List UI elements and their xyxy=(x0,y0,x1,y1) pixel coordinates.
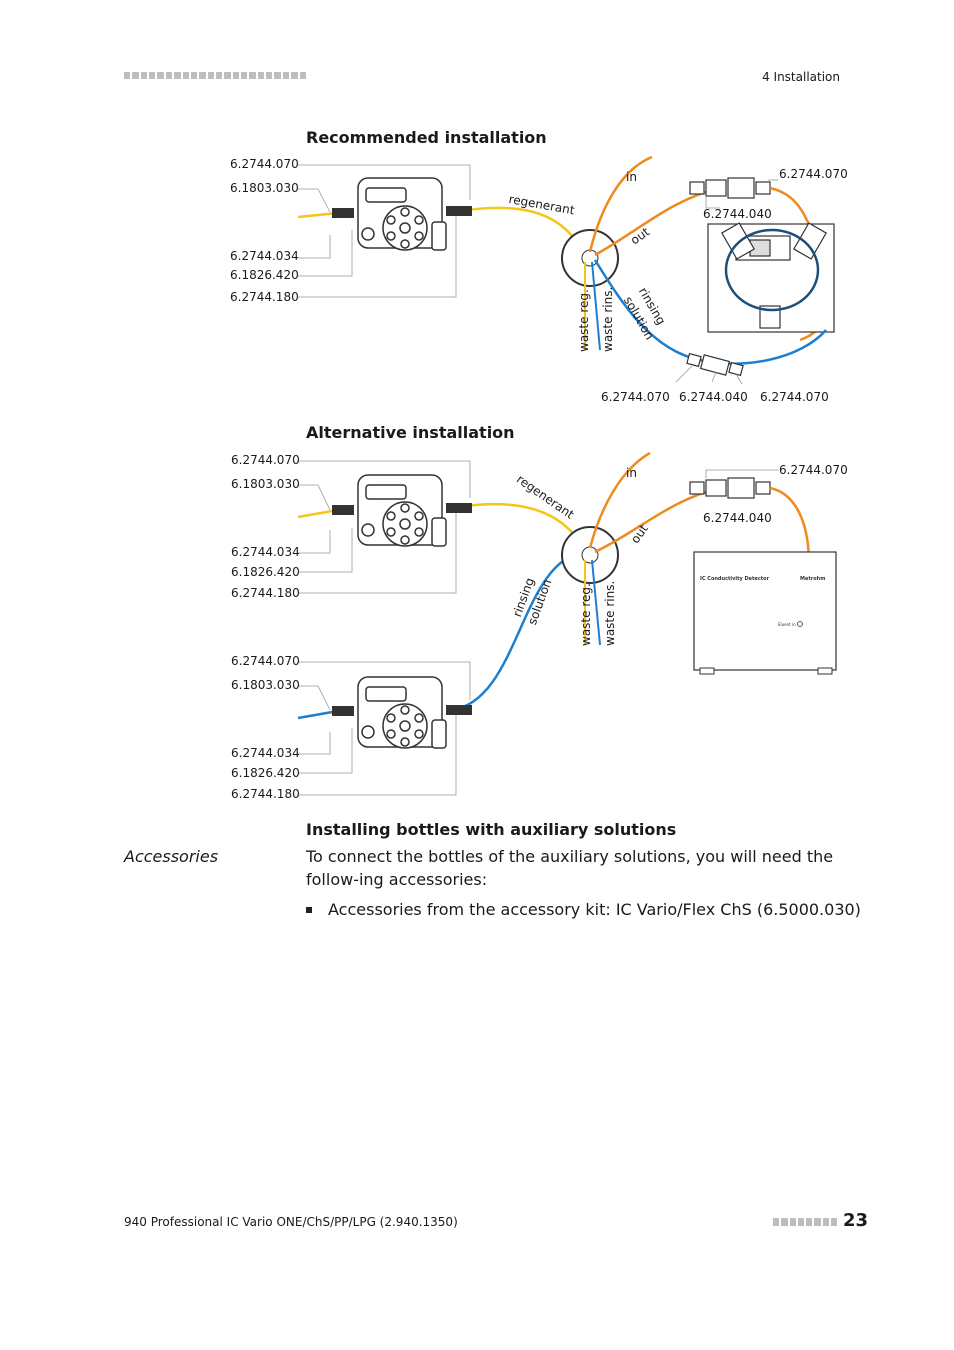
pump-icon xyxy=(357,474,447,547)
bullet-text: Accessories from the accessory kit: IC V… xyxy=(328,900,861,919)
part-number: 6.2744.034 xyxy=(230,249,299,263)
coupling-icon xyxy=(689,477,771,499)
detector-brand: Metrohm xyxy=(800,576,825,582)
section-heading: Installing bottles with auxiliary soluti… xyxy=(306,820,677,839)
part-number: 6.2744.034 xyxy=(231,746,300,760)
diagram-title-alternative: Alternative installation xyxy=(306,423,515,442)
pump-icon xyxy=(357,177,447,251)
coupling-icon xyxy=(689,177,771,199)
part-number: 6.2744.040 xyxy=(703,207,772,221)
part-number: 6.1803.030 xyxy=(230,181,299,195)
bullet-icon xyxy=(306,906,312,913)
part-number: 6.2744.070 xyxy=(230,157,299,171)
part-number: 6.1826.420 xyxy=(231,565,300,579)
part-number: 6.2744.070 xyxy=(231,453,300,467)
tube-label-waste-reg: waste reg. xyxy=(577,289,591,352)
part-number: 6.2744.070 xyxy=(601,390,670,404)
bullet-item: Accessories from the accessory kit: IC V… xyxy=(306,900,861,919)
part-number: 6.2744.034 xyxy=(231,545,300,559)
part-number: 6.1826.420 xyxy=(231,766,300,780)
part-number: 6.2744.180 xyxy=(231,787,300,801)
valve-icon xyxy=(561,526,619,584)
detector-name: IC Conductivity Detector xyxy=(700,576,770,582)
connector-icon xyxy=(332,208,354,218)
diagram-title-recommended: Recommended installation xyxy=(306,128,547,147)
part-number: 6.1826.420 xyxy=(230,268,299,282)
connector-icon xyxy=(446,206,472,216)
part-number: 6.2744.040 xyxy=(703,511,772,525)
tube-label-in: in xyxy=(626,466,637,480)
tube-label-in: in xyxy=(626,170,637,184)
detector-icon xyxy=(707,222,835,333)
footer-doc-title: 940 Professional IC Vario ONE/ChS/PP/LPG… xyxy=(124,1215,458,1229)
part-number: 6.2744.040 xyxy=(679,390,748,404)
tube-label-waste-rins: waste rins. xyxy=(603,580,617,646)
part-number: 6.2744.180 xyxy=(230,290,299,304)
leader-lines-2 xyxy=(298,460,778,796)
coupling-icon xyxy=(686,352,744,377)
page-number: 23 xyxy=(842,1210,868,1231)
tube-label-waste-reg: waste reg. xyxy=(579,583,593,646)
footer-decoration xyxy=(773,1218,837,1226)
part-number: 6.2744.070 xyxy=(779,463,848,477)
part-number: 6.2744.070 xyxy=(231,654,300,668)
part-number: 6.1803.030 xyxy=(231,477,300,491)
detector-port-label: Eluent in xyxy=(778,622,796,627)
detector-icon: IC Conductivity Detector Metrohm Eluent … xyxy=(693,551,837,675)
side-label: Accessories xyxy=(124,847,219,866)
valve-icon xyxy=(561,229,619,287)
leader-lines-1 xyxy=(298,164,471,298)
chapter-header: 4 Installation xyxy=(762,70,840,84)
part-number: 6.2744.180 xyxy=(231,586,300,600)
body-paragraph: To connect the bottles of the auxiliary … xyxy=(306,847,834,889)
tube-label-waste-rins: waste rins. xyxy=(601,286,615,352)
part-number: 6.1803.030 xyxy=(231,678,300,692)
header-decoration xyxy=(124,72,306,80)
part-number: 6.2744.070 xyxy=(779,167,848,181)
part-number: 6.2744.070 xyxy=(760,390,829,404)
pump-icon xyxy=(357,676,447,749)
